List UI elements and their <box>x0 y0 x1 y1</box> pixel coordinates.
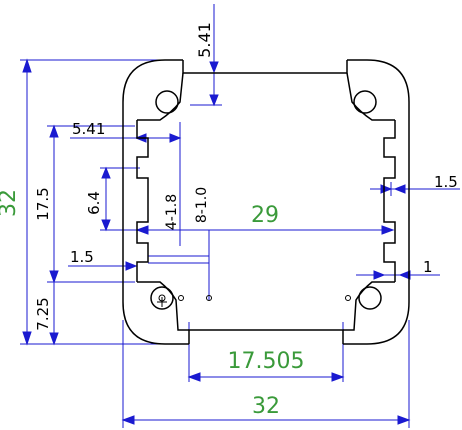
dim-slot-width: 17.505 <box>228 349 305 374</box>
dim-top-slot-depth: 5.41 <box>195 22 214 58</box>
hole-markers <box>157 294 351 307</box>
dimension-labels: 5.41 5.41 32 17.5 6.4 4-1.8 8-1.0 29 1.5… <box>0 22 458 419</box>
dim-hole-large: 8-1.0 <box>194 187 210 223</box>
dim-left-slot-depth: 5.41 <box>72 120 105 138</box>
dim-fin-pitch: 6.4 <box>85 191 103 215</box>
dim-width-bottom: 32 <box>252 394 280 419</box>
dim-wall: 1 <box>423 258 433 276</box>
dim-height-left: 32 <box>0 189 21 217</box>
dim-side-gap: 1.5 <box>434 173 458 191</box>
profile-outline <box>122 59 410 345</box>
dim-bottom-offset: 7.25 <box>34 297 52 330</box>
dim-hole-small: 4-1.8 <box>164 194 180 230</box>
dim-inner-width: 29 <box>251 203 279 228</box>
dim-inner-height: 17.5 <box>34 187 52 220</box>
dim-left-gap: 1.5 <box>70 248 94 266</box>
